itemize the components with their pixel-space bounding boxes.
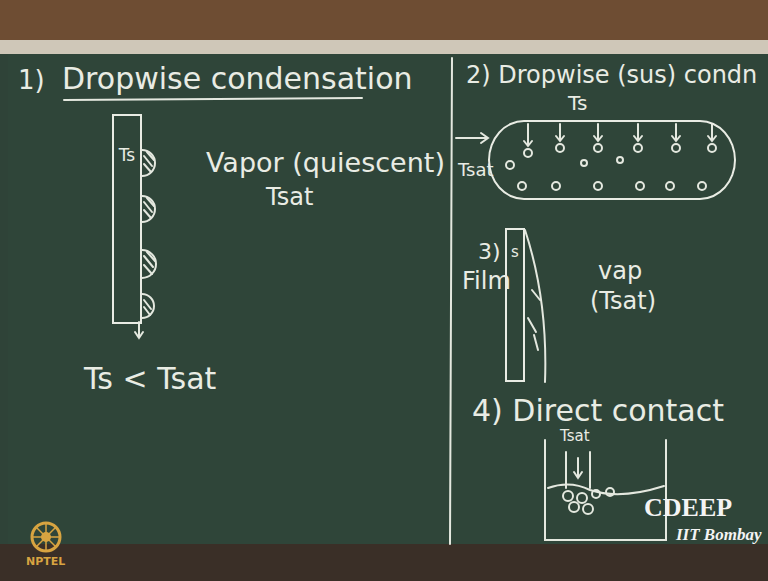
- section-number: 1): [18, 66, 45, 95]
- section-heading: Dropwise condensation: [62, 62, 413, 95]
- section-heading: Film: [462, 268, 511, 294]
- watermark: IIT Bombay: [676, 526, 761, 545]
- node-text: s: [511, 244, 519, 261]
- temperature-condition: Ts < Tsat: [84, 362, 216, 395]
- board-rail: [0, 40, 768, 54]
- condenser-tube: Ts: [488, 120, 736, 200]
- node-text: Ts: [119, 146, 135, 165]
- temperature-label: Tsat: [560, 428, 590, 445]
- section-number: 3): [478, 240, 501, 264]
- temperature-label: (Tsat): [590, 288, 656, 314]
- watermark: CDEEP: [644, 494, 732, 523]
- wood-frame: [0, 544, 768, 581]
- node-text: Ts: [568, 92, 587, 114]
- section-heading: 4) Direct contact: [472, 394, 724, 427]
- temperature-label: Tsat: [458, 160, 493, 180]
- vapor-note: Vapor (quiescent): [206, 148, 445, 178]
- watermark: NPTEL: [26, 556, 65, 568]
- film-plate: s: [505, 228, 525, 382]
- vapor-note: vap: [598, 258, 642, 284]
- temperature-label: Tsat: [266, 184, 313, 210]
- section-heading: 2) Dropwise (sus) condn: [466, 62, 757, 88]
- condensing-plate: Ts: [112, 114, 142, 324]
